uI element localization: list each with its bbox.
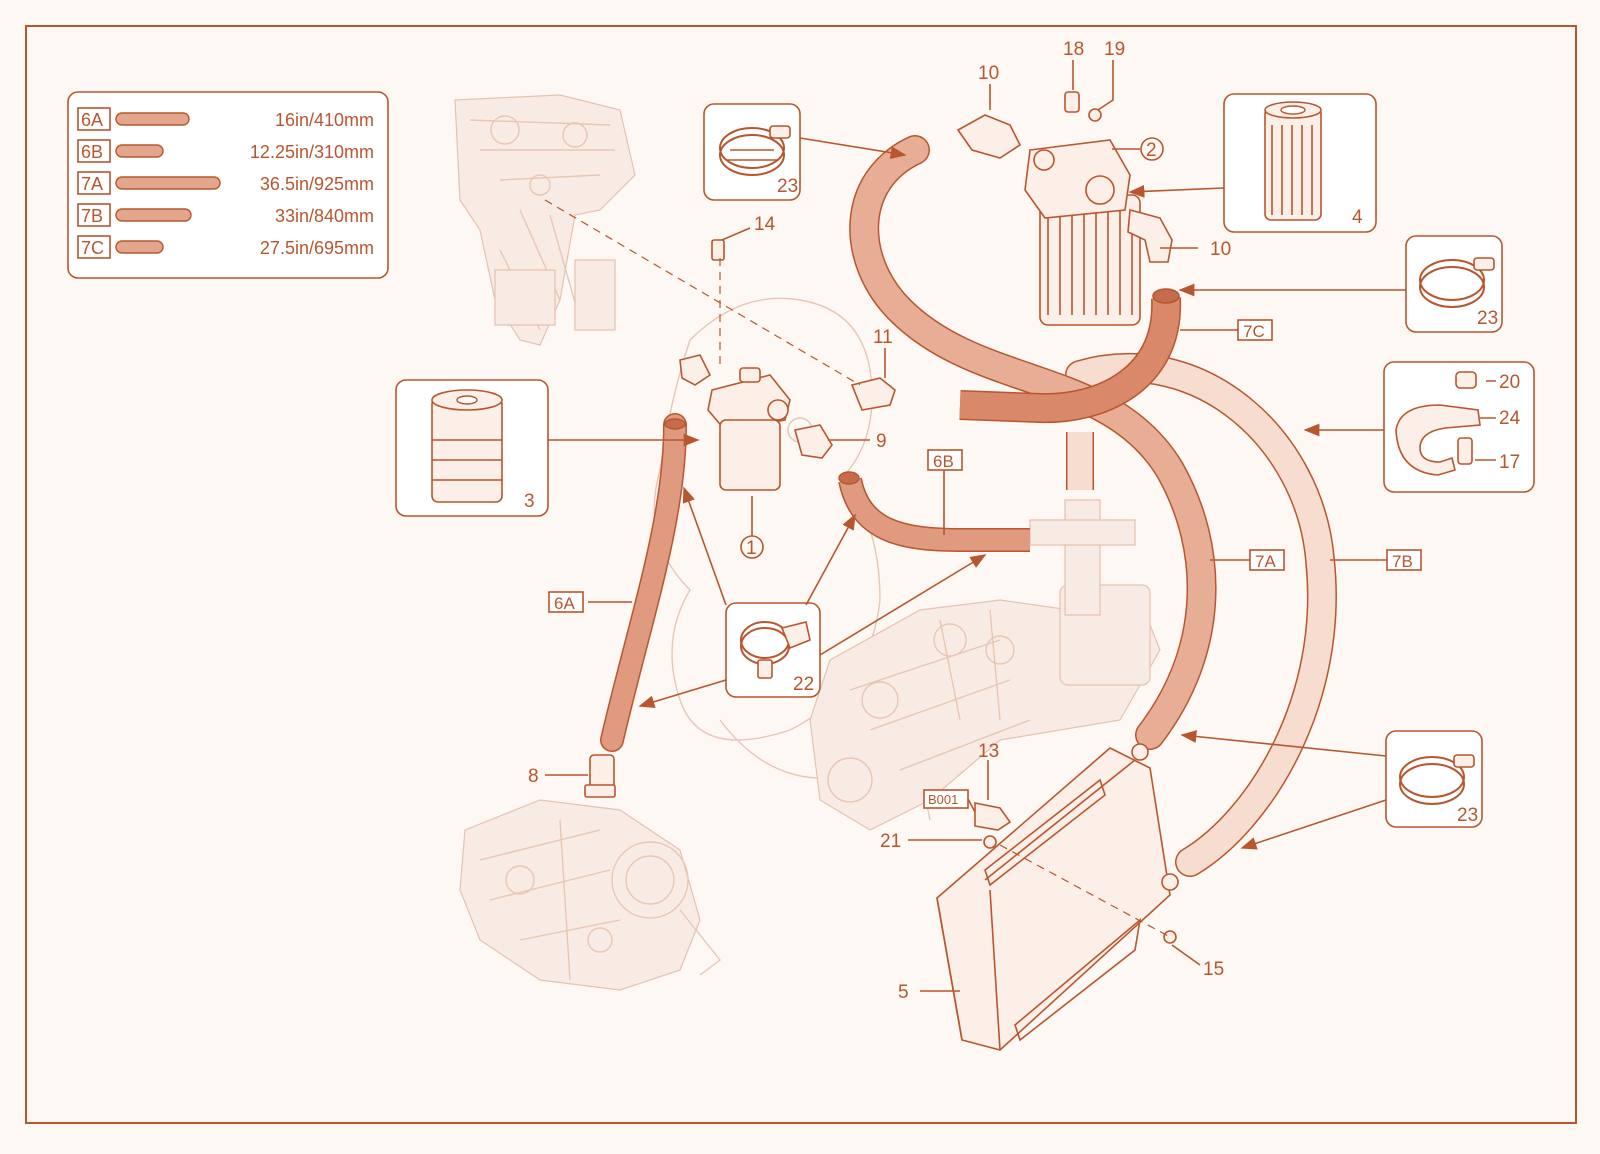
- ghost-engine-background: [454, 94, 1161, 991]
- tag-b001: B001: [928, 792, 958, 807]
- detail-box-clamp-22: 22: [725, 602, 821, 698]
- tag-7a: 7A: [1255, 552, 1276, 571]
- callout-4: 4: [1352, 207, 1363, 228]
- legend-code-box: [77, 235, 111, 259]
- callout-1: 1: [746, 538, 757, 559]
- legend-code: 6B: [81, 142, 103, 162]
- callout-17: 17: [1499, 452, 1520, 473]
- callout-19: 19: [1104, 39, 1125, 60]
- detail-box-bracket-20-24-17: 20 24 17: [1383, 361, 1535, 493]
- legend-code: 6A: [81, 110, 103, 130]
- fitting-13: [974, 802, 1012, 849]
- legend-hose-bar: [115, 112, 190, 126]
- leader-lines: [545, 60, 1406, 992]
- callout-2: 2: [1146, 140, 1157, 161]
- legend-length: 16in/410mm: [275, 110, 374, 130]
- callout-23-top: 23: [777, 176, 798, 197]
- detail-box-filter-3: 3: [395, 379, 549, 517]
- dash-line-11: [544, 199, 861, 386]
- callout-15: 15: [1203, 959, 1224, 980]
- callout-3: 3: [524, 491, 535, 512]
- callout-13: 13: [978, 741, 999, 762]
- callout-24: 24: [1499, 408, 1521, 429]
- legend-hose-bar: [115, 208, 192, 222]
- tag-6b: 6B: [933, 452, 954, 471]
- fitting-8: [584, 754, 616, 798]
- legend-code-box: [77, 203, 111, 227]
- callout-23-right: 23: [1477, 308, 1498, 329]
- hose-tags: 7C 6B 7A 7B 6A B001: [548, 319, 1422, 809]
- callout-18: 18: [1063, 39, 1084, 60]
- callout-10-top: 10: [978, 63, 999, 84]
- callout-5: 5: [898, 982, 909, 1003]
- fuel-filter-assembly-top: [956, 91, 1173, 326]
- callout-8: 8: [528, 766, 539, 787]
- legend-code-box: [77, 171, 111, 195]
- legend-hose-bar: [115, 176, 221, 190]
- legend-hose-bar: [115, 144, 164, 158]
- legend-length: 36.5in/925mm: [260, 174, 374, 194]
- legend-length: 27.5in/695mm: [260, 238, 374, 258]
- filter-bowl-mid: [719, 419, 781, 491]
- callout-9: 9: [876, 431, 887, 452]
- tag-7b: 7B: [1392, 552, 1413, 571]
- callout-10-right: 10: [1210, 239, 1231, 260]
- tag-6a: 6A: [554, 594, 575, 613]
- detail-box-clamp-23-top: 23: [703, 103, 801, 201]
- callout-22: 22: [793, 674, 814, 695]
- legend-length: 12.25in/310mm: [250, 142, 374, 162]
- hoses: [600, 135, 1337, 877]
- fuel-filter-assembly-mid: [679, 239, 896, 559]
- detail-box-clamp-23-right: 23: [1405, 235, 1503, 333]
- legend-box: [67, 91, 389, 279]
- legend-code-box: [77, 139, 111, 163]
- detail-box-filter-element-4: 4: [1223, 93, 1377, 233]
- detail-box-clamp-23-bottom: 23: [1385, 730, 1483, 828]
- legend-code: 7C: [81, 238, 104, 258]
- callout-20: 20: [1499, 372, 1520, 393]
- callout-numbers: 18 19 10 2 10 14 11 9 1 8 13 21 5 15: [528, 39, 1231, 1003]
- hose-length-legend: 6A 16in/410mm 6B 12.25in/310mm 7A 36.5in/925m…: [67, 91, 389, 279]
- legend-length: 33in/840mm: [275, 206, 374, 226]
- outer-frame: [25, 25, 1577, 1124]
- fuel-cooler-5: [936, 743, 1179, 1051]
- legend-hose-bar: [115, 240, 164, 254]
- legend-code: 7A: [81, 174, 103, 194]
- legend-code-box: [77, 107, 111, 131]
- callout-11: 11: [873, 327, 893, 348]
- legend-code: 7B: [81, 206, 103, 226]
- callout-23-bottom: 23: [1457, 805, 1478, 826]
- callout-21: 21: [880, 831, 901, 852]
- dash-line-15: [999, 844, 1171, 938]
- tag-7c: 7C: [1243, 322, 1265, 341]
- callout-14: 14: [754, 214, 776, 235]
